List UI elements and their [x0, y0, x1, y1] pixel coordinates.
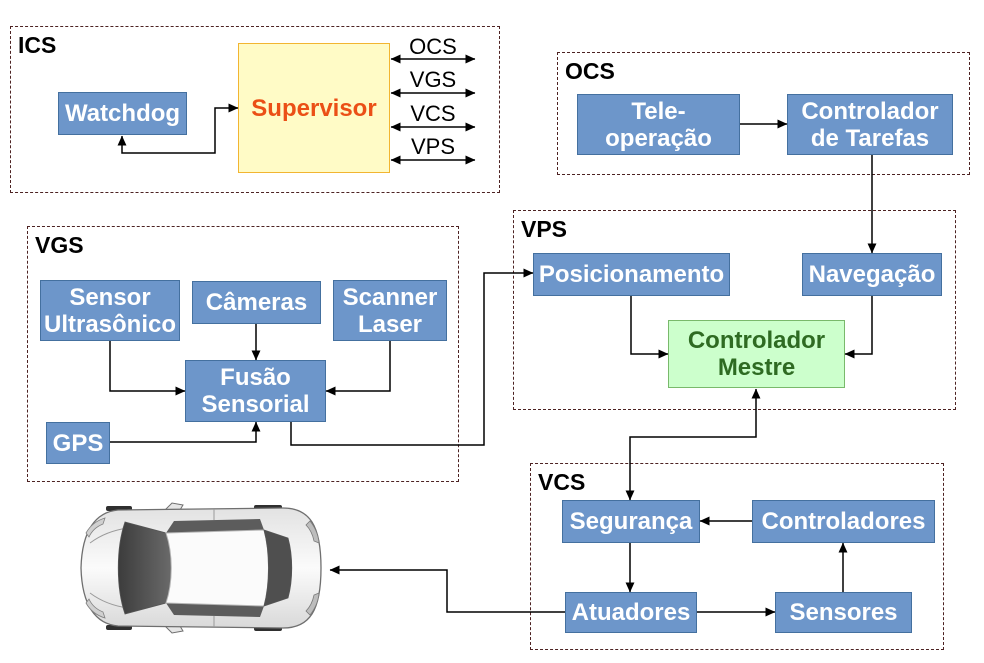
- cameras-block: Câmeras: [192, 281, 321, 324]
- laser-scanner-block: Scanner Laser: [333, 280, 447, 341]
- sensor-fusion-label-line: Fusão: [220, 364, 291, 391]
- car-side-window: [166, 519, 264, 533]
- car-taillight: [305, 592, 320, 616]
- positioning-block: Posicionamento: [533, 253, 730, 296]
- master-controller-label-line: Mestre: [717, 354, 796, 381]
- master-controller-label-line: Controlador: [687, 327, 826, 354]
- vps-group-label: VPS: [521, 216, 568, 242]
- ultrasonic-sensor-label-line: Sensor: [69, 283, 151, 311]
- vcs-group-label: VCS: [538, 469, 586, 495]
- sensor-fusion-label-line: Sensorial: [201, 391, 310, 418]
- supervisor-block: Supervisor: [238, 43, 390, 173]
- gps-label: GPS: [52, 429, 104, 457]
- controllers-label: Controladores: [761, 508, 926, 535]
- positioning-label: Posicionamento: [538, 261, 725, 288]
- interface-label-ocs: OCS: [409, 34, 457, 59]
- car-image: [80, 502, 322, 634]
- teleoperation-label-line: Tele-: [631, 97, 686, 125]
- actuators-block: Atuadores: [565, 592, 697, 633]
- ultrasonic-sensor-block: Sensor Ultrasônico: [40, 280, 180, 341]
- task-controller-label-line: Controlador: [801, 97, 939, 125]
- car-windshield: [117, 521, 172, 615]
- ocs-group: OCS: [557, 52, 970, 175]
- interface-label-vgs: VGS: [409, 67, 457, 92]
- safety-block: Segurança: [562, 500, 700, 543]
- laser-scanner-label-line: Laser: [357, 310, 423, 338]
- car-rear-window: [263, 529, 293, 607]
- sensors-label: Sensores: [789, 599, 898, 626]
- car-side-window: [166, 603, 264, 617]
- car-headlight: [85, 598, 106, 619]
- actuators-label: Atuadores: [571, 599, 691, 626]
- teleoperation-label-line: operação: [605, 124, 712, 152]
- teleoperation-block: Tele- operação: [577, 94, 740, 155]
- ocs-group-label: OCS: [565, 58, 615, 84]
- task-controller-label-line: de Tarefas: [810, 124, 930, 152]
- car-headlight: [85, 517, 106, 538]
- watchdog-block: Watchdog: [58, 92, 187, 135]
- ultrasonic-sensor-label-line: Ultrasônico: [43, 310, 177, 338]
- watchdog-label: Watchdog: [64, 100, 181, 127]
- supervisor-label: Supervisor: [251, 94, 377, 122]
- ics-group-label: ICS: [18, 32, 57, 58]
- navigation-block: Navegação: [802, 253, 942, 296]
- safety-label: Segurança: [569, 508, 693, 535]
- sensors-block: Sensores: [775, 592, 912, 633]
- sensor-fusion-block: Fusão Sensorial: [185, 360, 326, 422]
- controllers-block: Controladores: [752, 500, 935, 543]
- gps-block: GPS: [46, 422, 110, 464]
- interface-label-vcs: VCS: [410, 101, 456, 126]
- navigation-label: Navegação: [808, 261, 936, 288]
- master-controller-block: Controlador Mestre: [668, 320, 845, 388]
- vgs-group-label: VGS: [35, 232, 84, 258]
- laser-scanner-label-line: Scanner: [342, 283, 438, 311]
- ics-group: ICS: [10, 26, 500, 193]
- car-roof: [165, 529, 269, 607]
- cameras-label: Câmeras: [205, 289, 308, 316]
- interface-label-vps: VPS: [410, 134, 456, 159]
- car-taillight: [305, 520, 320, 544]
- task-controller-block: Controlador de Tarefas: [787, 94, 953, 155]
